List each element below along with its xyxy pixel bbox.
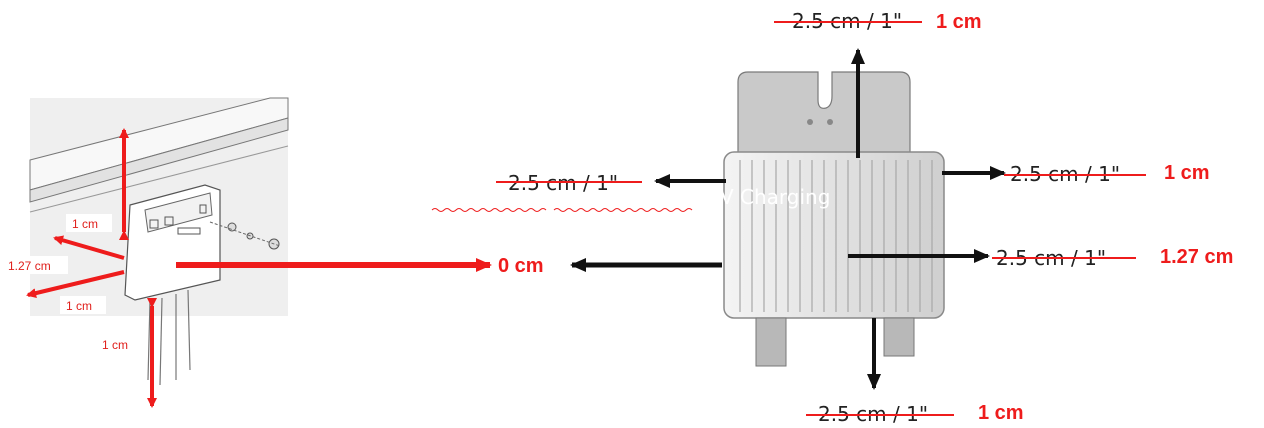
label-top: 1 cm — [72, 217, 98, 231]
right-black-arrows — [654, 48, 1006, 390]
optimizer-device — [723, 71, 945, 367]
label-bottom: 1 cm — [102, 338, 128, 352]
left-red-arrows — [26, 128, 157, 408]
left-installation-illustration — [29, 97, 289, 386]
top-new-label: 1 cm — [936, 11, 982, 33]
label-left-upper: 1.27 cm — [8, 259, 51, 273]
bottom-new-label: 1 cm — [978, 402, 1024, 424]
left-labels: 1 cm 1.27 cm 1 cm 1 cm — [6, 214, 144, 353]
front-clearance-label: 0 cm — [498, 255, 544, 277]
arrow-left-upper — [53, 235, 125, 260]
right-labels: 2.5 cm / 1" 1 cm 2.5 cm / 1" 2.5 cm / 1"… — [496, 9, 1233, 426]
right-upper-new-label: 1 cm — [1164, 162, 1210, 184]
spellcheck-squiggle — [431, 208, 693, 212]
label-left-lower: 1 cm — [66, 299, 92, 313]
right-lower-new-label: 1.27 cm — [1160, 246, 1233, 268]
overlay-text: V Charging — [720, 185, 830, 209]
arrow-left-lower — [26, 270, 125, 298]
